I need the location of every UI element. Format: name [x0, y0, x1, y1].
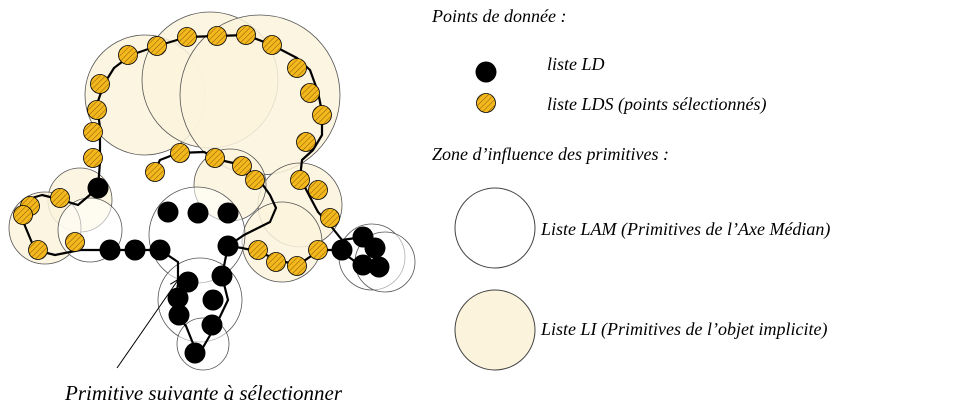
lds-point [13, 205, 33, 225]
lds-point [145, 162, 165, 182]
lds-point [83, 148, 103, 168]
ld-point [168, 304, 190, 326]
lds-point [87, 100, 107, 120]
lds-point [287, 58, 307, 78]
ld-point [217, 235, 239, 257]
lds-point [320, 208, 340, 228]
lds-point [28, 240, 48, 260]
lds-point [248, 240, 268, 260]
legend-lam-label: Liste LAM (Primitives de l’Axe Médian) [540, 219, 830, 240]
lds-point [170, 143, 190, 163]
ld-point [202, 289, 224, 311]
legend-li-label: Liste LI (Primitives de l’objet implicit… [540, 319, 827, 340]
lds-point [308, 180, 328, 200]
lds-point [245, 170, 265, 190]
legend-ld-label: liste LD [547, 54, 605, 74]
ld-point [201, 314, 223, 336]
lds-point [65, 232, 85, 252]
ld-point [364, 237, 386, 259]
lds-point [50, 188, 70, 208]
legend-lam-swatch [454, 187, 536, 269]
ld-point [149, 239, 171, 261]
ld-point [368, 256, 390, 278]
ld-point [99, 239, 121, 261]
legend-ld-swatch [475, 61, 497, 83]
lds-point [232, 156, 252, 176]
legend-points-title: Points de donnée : [431, 6, 566, 26]
lds-point [312, 105, 332, 125]
lds-point [262, 35, 282, 55]
ld-point [184, 342, 206, 364]
lds-point [147, 36, 167, 56]
ld-point [187, 202, 209, 224]
ld-point [167, 287, 189, 309]
lds-point [308, 240, 328, 260]
lds-point [205, 148, 225, 168]
lds-point [300, 83, 320, 103]
ld-point [124, 239, 146, 261]
ld-point [211, 265, 233, 287]
ld-point [352, 254, 374, 276]
legend-li-swatch [454, 289, 536, 371]
lds-point [118, 45, 138, 65]
ld-point [331, 239, 353, 261]
lds-point [236, 25, 256, 45]
lds-point [90, 74, 110, 94]
lds-points [13, 25, 340, 276]
lds-point [177, 27, 197, 47]
ld-point [217, 202, 239, 224]
next-primitive-caption: Primitive suivante à sélectionner [64, 381, 343, 405]
lds-point [266, 252, 286, 272]
ld-point [87, 177, 109, 199]
lds-point [207, 26, 227, 46]
legend: Points de donnée : liste LD liste LDS (p… [431, 6, 830, 371]
next-primitive-arrow [116, 280, 178, 369]
ld-points [87, 177, 390, 364]
lds-point [290, 170, 310, 190]
legend-zones-title: Zone d’influence des primitives : [432, 144, 669, 164]
legend-lds-swatch [476, 93, 496, 113]
ld-point [177, 271, 199, 293]
legend-lds-label: liste LDS (points sélectionnés) [547, 94, 766, 115]
ld-point [157, 201, 179, 223]
lds-point [287, 256, 307, 276]
lds-point [83, 122, 103, 142]
lds-point [296, 132, 316, 152]
